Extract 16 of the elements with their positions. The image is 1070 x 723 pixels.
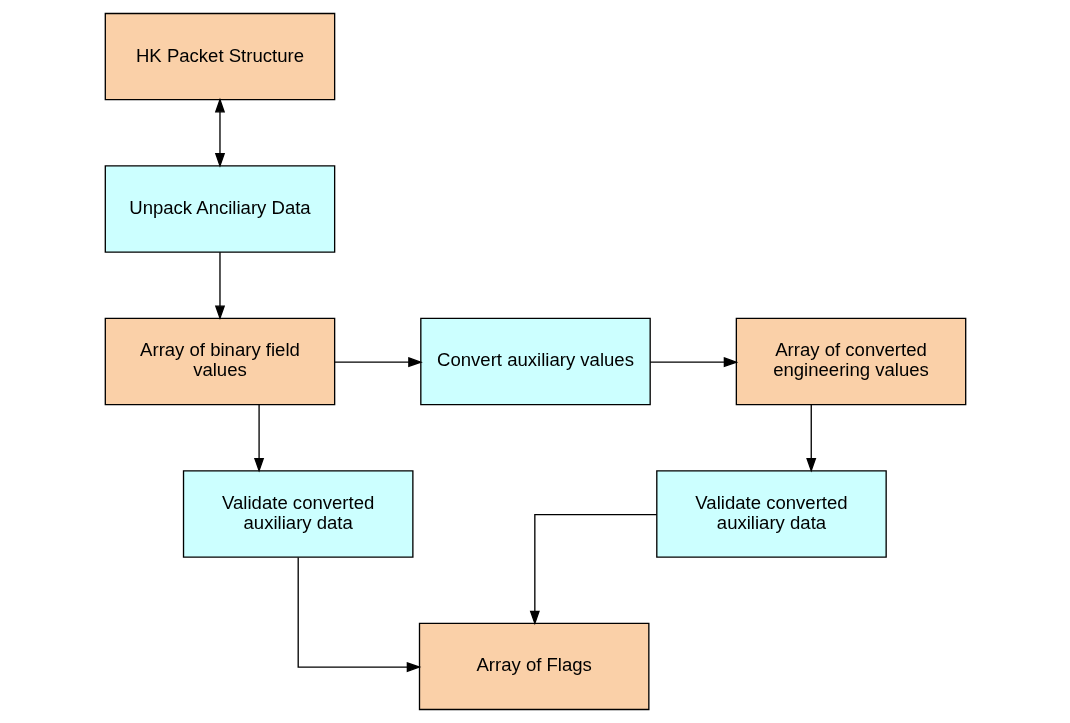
arrow [649, 357, 738, 368]
arrow [529, 513, 657, 626]
node-box: Validate converted auxiliary data [655, 470, 887, 558]
node-box: Convert auxiliary values [419, 317, 651, 406]
node-box: Validate converted auxiliary data [182, 470, 414, 558]
node-box: Array of converted engineering values [735, 317, 966, 406]
arrow [333, 357, 423, 368]
node-box: HK Packet Structure [104, 12, 335, 101]
arrow [297, 556, 421, 673]
node-box: Array of binary field values [104, 317, 335, 406]
arrow [214, 251, 225, 321]
node-box: Array of Flags [418, 622, 649, 711]
arrow [805, 404, 816, 473]
node-box: Unpack Anciliary Data [104, 165, 335, 253]
arrow [214, 97, 225, 168]
arrow [253, 404, 264, 473]
